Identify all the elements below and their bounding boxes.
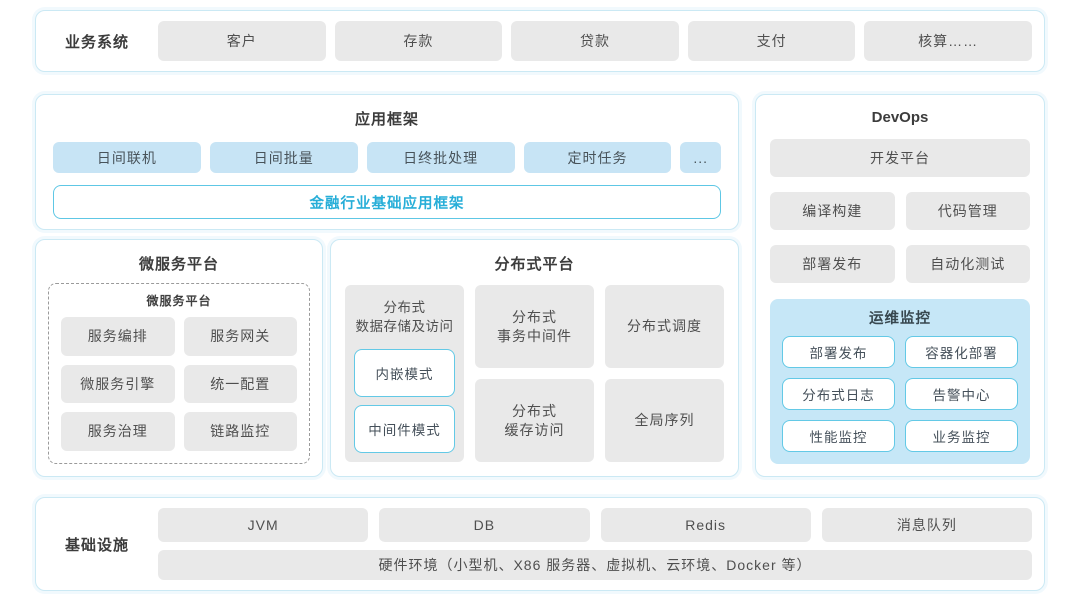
- microservice-inner-title: 微服务平台: [146, 294, 212, 308]
- af-box-daytime-online: 日间联机: [53, 142, 201, 173]
- app-framework-panel: 应用框架 日间联机 日间批量 日终批处理 定时任务 ... 金融行业基础应用框架: [35, 94, 739, 230]
- business-box-accounting: 核算……: [864, 21, 1032, 61]
- af-box-daytime-batch: 日间批量: [209, 142, 358, 173]
- infrastructure-body: JVM DB Redis 消息队列 硬件环境（小型机、X86 服务器、虚拟机、云…: [158, 508, 1032, 580]
- dist-mode-middleware: 中间件模式: [354, 405, 455, 453]
- dist-box-transaction-middleware: 分布式 事务中间件: [475, 285, 594, 368]
- infrastructure-row: JVM DB Redis 消息队列: [158, 508, 1032, 542]
- af-box-more: ...: [680, 142, 722, 173]
- microservice-grid: 服务编排 服务网关 微服务引擎 统一配置 服务治理 链路监控: [61, 317, 297, 451]
- distributed-content: 分布式 数据存储及访问 内嵌模式 中间件模式 分布式 事务中间件 分布式 缓存访…: [345, 285, 724, 462]
- infra-hardware-bar: 硬件环境（小型机、X86 服务器、虚拟机、云环境、Docker 等）: [158, 550, 1032, 580]
- ms-box-trace-monitor: 链路监控: [183, 412, 297, 451]
- ops-monitor-grid: 部署发布 容器化部署 分布式日志 告警中心 性能监控 业务监控: [782, 336, 1018, 452]
- app-framework-title: 应用框架: [354, 111, 419, 128]
- app-framework-row: 日间联机 日间批量 日终批处理 定时任务 ...: [53, 142, 722, 173]
- devops-box-code-mgmt: 代码管理: [905, 192, 1030, 230]
- infra-box-jvm: JVM: [158, 508, 369, 542]
- devops-box-auto-test: 自动化测试: [905, 245, 1030, 283]
- business-box-loan: 贷款: [511, 21, 679, 61]
- ms-box-engine: 微服务引擎: [61, 364, 175, 404]
- business-systems-panel: 业务系统 客户 存款 贷款 支付 核算……: [35, 10, 1045, 72]
- devops-box-build: 编译构建: [770, 192, 895, 230]
- ops-monitor-title: 运维监控: [869, 311, 931, 327]
- ms-box-governance: 服务治理: [61, 412, 175, 451]
- microservice-dashed-box: 微服务平台 服务编排 服务网关 微服务引擎 统一配置 服务治理 链路监控: [48, 283, 310, 464]
- distributed-col-right: 分布式调度 全局序列: [605, 285, 724, 462]
- dist-box-scheduling: 分布式调度: [605, 285, 724, 368]
- distributed-panel: 分布式平台 分布式 数据存储及访问 内嵌模式 中间件模式 分布式 事务中间件 分…: [330, 239, 739, 477]
- monitor-box-containerized-deploy: 容器化部署: [905, 336, 1018, 368]
- microservice-panel: 微服务平台 微服务平台 服务编排 服务网关 微服务引擎 统一配置 服务治理 链路…: [35, 239, 323, 477]
- devops-title: DevOps: [871, 109, 929, 126]
- devops-grid: 编译构建 代码管理 部署发布 自动化测试: [770, 192, 1030, 283]
- microservice-title: 微服务平台: [138, 256, 219, 273]
- ops-monitor-box: 运维监控 部署发布 容器化部署 分布式日志 告警中心 性能监控 业务监控: [770, 299, 1030, 464]
- af-box-scheduled-tasks: 定时任务: [523, 142, 672, 173]
- distributed-col-storage: 分布式 数据存储及访问 内嵌模式 中间件模式: [345, 285, 464, 462]
- devops-box-dev-platform: 开发平台: [770, 139, 1030, 177]
- business-systems-label: 业务系统: [64, 33, 129, 51]
- devops-box-deploy-release: 部署发布: [770, 245, 895, 283]
- ms-box-gateway: 服务网关: [183, 317, 297, 356]
- dist-storage-box: 分布式 数据存储及访问 内嵌模式 中间件模式: [345, 285, 464, 462]
- dist-box-global-sequence: 全局序列: [605, 379, 724, 462]
- devops-panel: DevOps 开发平台 编译构建 代码管理 部署发布 自动化测试 运维监控 部署…: [755, 94, 1045, 477]
- af-box-eod-batch: 日终批处理: [366, 142, 515, 173]
- infra-box-mq: 消息队列: [821, 508, 1032, 542]
- dist-box-cache-access: 分布式 缓存访问: [475, 379, 594, 462]
- distributed-col-middle: 分布式 事务中间件 分布式 缓存访问: [475, 285, 594, 462]
- distributed-title: 分布式平台: [494, 256, 575, 273]
- business-box-customer: 客户: [158, 21, 326, 61]
- infra-box-db: DB: [379, 508, 590, 542]
- monitor-box-business: 业务监控: [905, 420, 1018, 452]
- monitor-box-deploy-release: 部署发布: [782, 336, 895, 368]
- ms-box-orchestration: 服务编排: [61, 317, 175, 356]
- infra-box-redis: Redis: [600, 508, 811, 542]
- ms-box-unified-config: 统一配置: [183, 364, 297, 404]
- af-base-framework: 金融行业基础应用框架: [53, 185, 721, 219]
- infrastructure-panel: 基础设施 JVM DB Redis 消息队列 硬件环境（小型机、X86 服务器、…: [35, 497, 1045, 591]
- monitor-box-performance: 性能监控: [782, 420, 895, 452]
- dist-storage-title: 分布式 数据存储及访问: [355, 300, 454, 334]
- architecture-diagram: 业务系统 客户 存款 贷款 支付 核算…… 应用框架 日间联机 日间批量 日终批…: [35, 10, 1045, 592]
- monitor-box-distributed-log: 分布式日志: [782, 378, 895, 410]
- business-systems-boxes: 客户 存款 贷款 支付 核算……: [158, 21, 1032, 61]
- monitor-box-alert-center: 告警中心: [905, 378, 1018, 410]
- business-box-payment: 支付: [687, 21, 856, 61]
- dist-mode-embedded: 内嵌模式: [354, 349, 455, 397]
- infrastructure-label: 基础设施: [64, 536, 129, 554]
- business-box-deposit: 存款: [334, 21, 503, 61]
